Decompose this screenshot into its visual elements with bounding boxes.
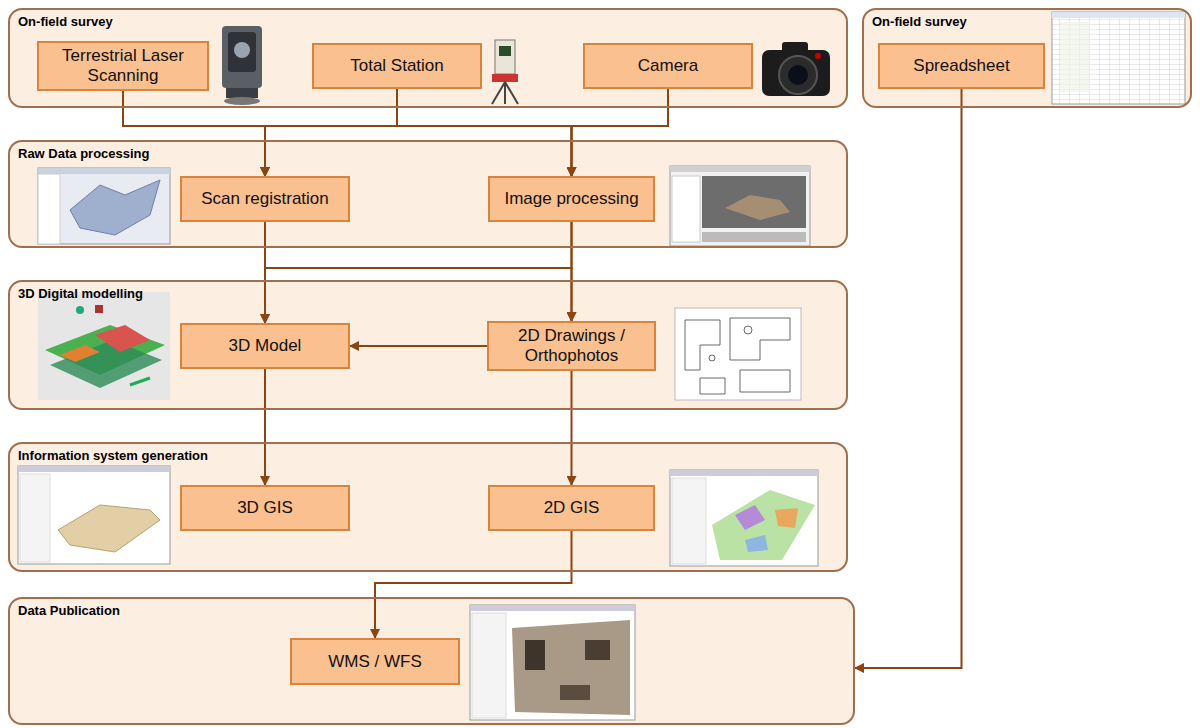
flow-arrow [123,91,265,176]
flow-arrow [265,89,668,176]
laser-scanner-photo [222,26,262,105]
stage-band: Data PublicationWMS / WFS [8,597,855,725]
process-box: 3D GIS [180,485,350,531]
band-fills [8,8,1192,725]
flow-arrow [855,89,962,668]
process-box: 2D GIS [488,485,655,531]
box-label: Total Station [350,56,444,76]
box-label: Terrestrial Laser Scanning [45,46,201,86]
process-box: 2D Drawings / Orthophotos [487,321,656,371]
band-heading: On-field survey [18,14,113,30]
2d-gis-screenshot [670,470,818,566]
box-label: 3D Model [229,336,302,356]
process-box: Terrestrial Laser Scanning [37,41,209,91]
box-label: 3D GIS [237,498,293,518]
3d-model-render [38,292,170,400]
flow-arrow [264,369,266,485]
flow-arrow [571,371,573,485]
flow-arrow [571,222,573,321]
wms-viewer-screenshot [470,605,635,720]
band-heading: Raw Data processing [18,146,150,162]
box-label: Camera [638,56,698,76]
band-heading: 3D Digital modelling [18,286,143,302]
process-box: Image processing [488,176,655,222]
stage-band: Information system generation 3D GIS 2D GI… [8,442,848,572]
spreadsheet-screenshot [1052,12,1185,104]
flow-arrow [572,89,669,176]
stage-band: On-field surveySpreadsheet [862,8,1192,108]
3d-gis-screenshot [18,466,170,564]
box-label: Spreadsheet [913,56,1009,76]
process-box: Total Station [312,43,482,89]
box-label: Scan registration [201,189,329,209]
process-box: WMS / WFS [290,638,460,685]
box-label: Image processing [504,189,638,209]
flow-arrow [350,345,487,347]
flow-arrow [397,89,572,176]
box-label: 2D GIS [544,498,600,518]
flow-arrow [265,222,572,321]
box-label: 2D Drawings / Orthophotos [495,326,648,366]
stage-band: Raw Data processingScan registration Imag… [8,140,848,248]
process-box: Scan registration [180,176,350,222]
total-station-photo [492,40,518,104]
stage-band: 3D Digital modelling 3D Model 2D Drawings … [8,280,848,410]
image-processing-screenshot [670,166,810,246]
band-heading: Data Publication [18,603,120,619]
flow-arrow [265,89,397,176]
scan-registration-screenshot [38,168,170,244]
camera-photo [762,42,830,96]
flow-arrow [375,531,572,638]
band-heading: On-field survey [872,14,967,30]
process-box: 3D Model [180,323,350,369]
flow-arrow [265,222,572,323]
stage-band: On-field surveyTerrestrial Laser Scannin… [8,8,848,108]
flow-arrow [123,91,572,176]
process-box: Camera [583,43,753,89]
2d-drawing-image [675,308,801,400]
process-box: Spreadsheet [878,43,1045,89]
box-label: WMS / WFS [328,652,421,672]
band-heading: Information system generation [18,448,208,464]
